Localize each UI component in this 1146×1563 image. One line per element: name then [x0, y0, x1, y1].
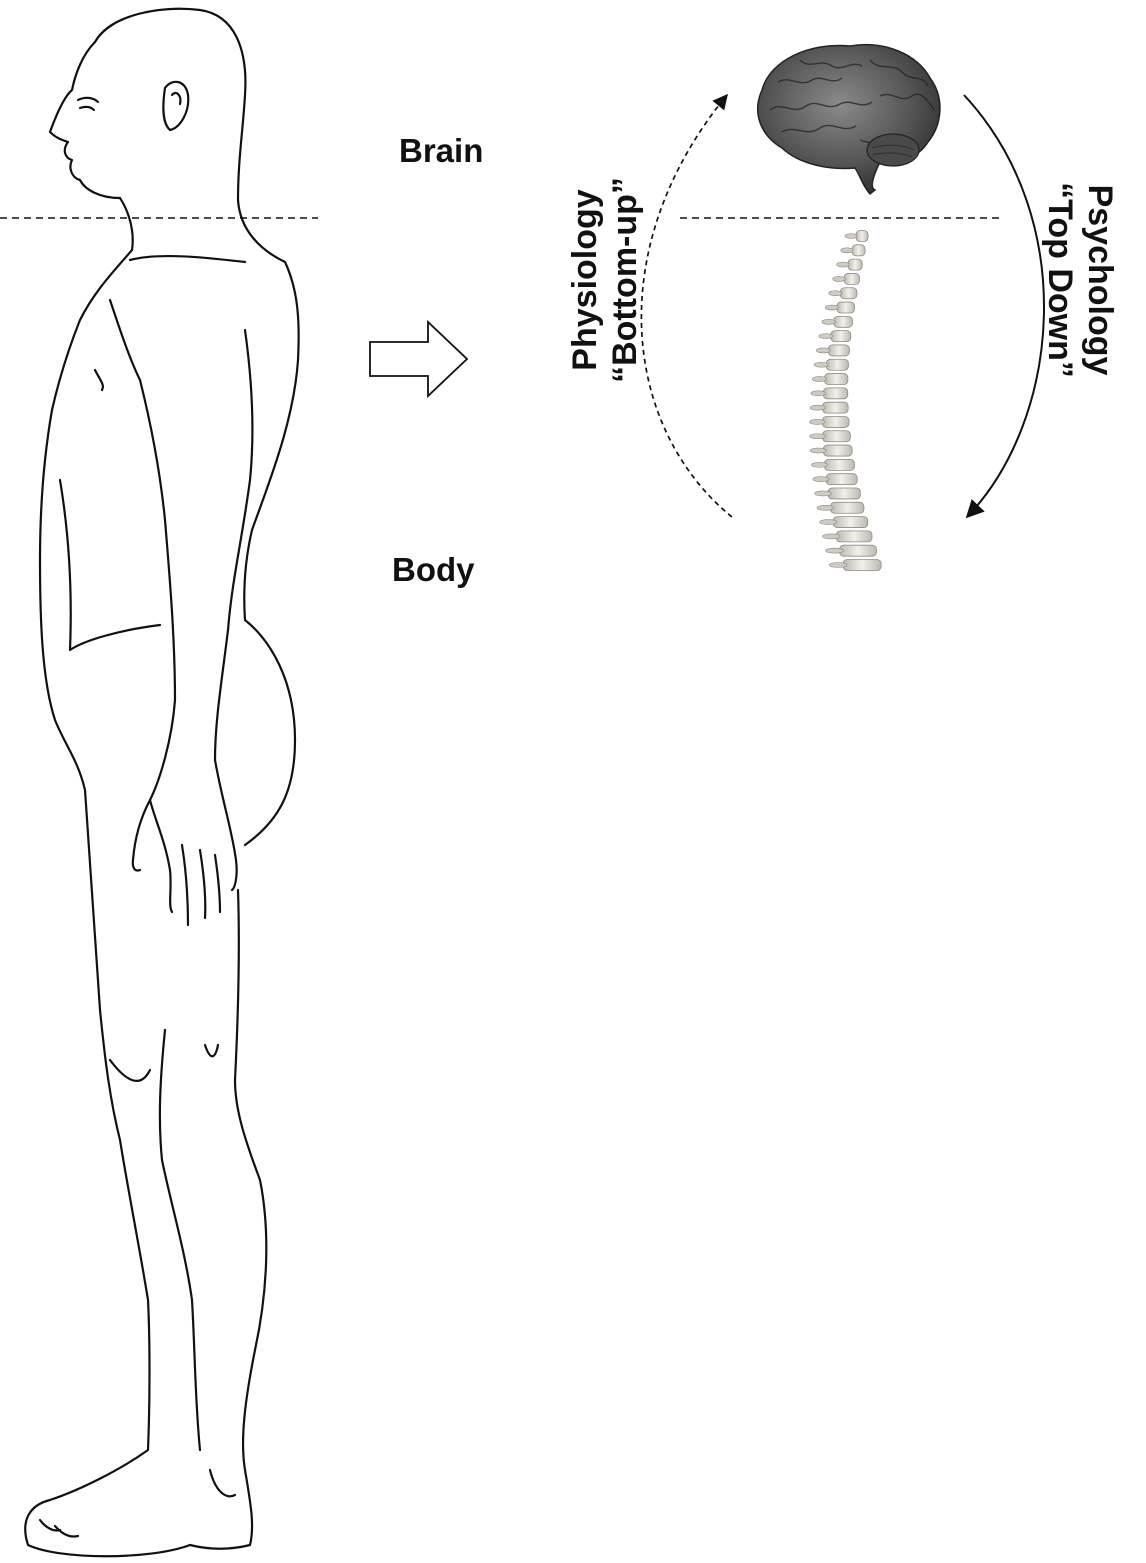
vertebra [823, 445, 852, 456]
vertebra-process [837, 262, 850, 267]
vertebra-process [812, 377, 827, 382]
vertebra-process [815, 491, 832, 496]
vertebra [826, 474, 857, 485]
vertebra [834, 316, 853, 327]
top-down-arrow [964, 95, 1044, 517]
body-label: Body [392, 551, 475, 589]
vertebra [830, 502, 863, 513]
vertebra-process [810, 405, 825, 410]
vertebra [824, 459, 854, 470]
bottom-up-arrow [641, 95, 732, 517]
vertebra-process [814, 362, 828, 367]
vertebra [828, 345, 849, 356]
vertebra [852, 245, 865, 256]
hollow-right-arrow-icon [370, 322, 467, 396]
vertebra [828, 488, 860, 499]
vertebra-process [833, 276, 846, 281]
vertebra-process [816, 348, 830, 353]
vertebra-process [817, 505, 834, 510]
vertebra-process [811, 462, 827, 467]
vertebra [837, 302, 855, 313]
brain-illustration [758, 45, 940, 194]
spine-illustration [810, 231, 881, 571]
vertebra-process [845, 234, 857, 239]
vertebra-process [829, 291, 842, 296]
vertebra [823, 402, 849, 413]
vertebra [843, 560, 881, 571]
vertebra-process [819, 334, 833, 339]
vertebra [825, 374, 848, 385]
physiology-subtitle: “Bottom-up” [605, 160, 645, 400]
vertebra-process [826, 548, 844, 553]
vertebra-process [820, 520, 837, 525]
brain-label: Brain [399, 132, 483, 170]
vertebra [826, 359, 848, 370]
vertebra [856, 231, 868, 242]
vertebra-process [811, 391, 826, 396]
vertebra [823, 388, 847, 399]
psychology-title: Psychology [1080, 160, 1120, 400]
vertebra-process [813, 477, 829, 482]
vertebra-process [822, 319, 836, 324]
human-figure-illustration [25, 9, 298, 1556]
psychology-label-group: Psychology “Top Down” [1040, 160, 1120, 400]
vertebra-process [810, 448, 826, 453]
vertebra-process [810, 434, 826, 439]
physiology-label-group: Physiology “Bottom-up” [565, 160, 645, 400]
vertebra [836, 531, 872, 542]
vertebra [840, 545, 877, 556]
vertebra-process [823, 534, 840, 539]
vertebra [844, 273, 859, 284]
vertebra [823, 431, 851, 442]
physiology-title: Physiology [565, 160, 605, 400]
vertebra [831, 331, 851, 342]
vertebra [822, 416, 849, 427]
vertebra-process [810, 419, 825, 424]
vertebra-process [841, 248, 853, 253]
vertebra-process [825, 305, 838, 310]
vertebra [840, 288, 857, 299]
vertebra [833, 517, 868, 528]
vertebra-process [829, 563, 847, 568]
psychology-subtitle: “Top Down” [1040, 160, 1080, 400]
vertebra [848, 259, 862, 270]
